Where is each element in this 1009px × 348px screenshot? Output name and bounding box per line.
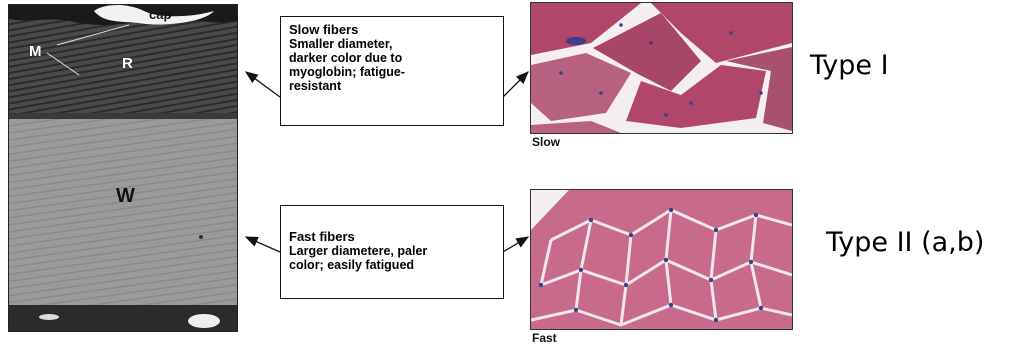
slow-caption: Slow [532, 135, 560, 149]
type-i-label: Type I [810, 50, 889, 81]
fast-histology-image [531, 190, 792, 329]
slow-fibers-title: Slow fibers [289, 23, 495, 37]
slow-fiber-histology [530, 2, 793, 134]
slow-fibers-description: Smaller diameter, darker color due to my… [289, 37, 495, 93]
fast-caption: Fast [532, 331, 557, 345]
fast-fibers-title: Fast fibers [289, 230, 495, 244]
fast-fibers-box: Fast fibers Larger diametere, paler colo… [280, 205, 504, 299]
slow-histology-image [531, 3, 792, 133]
slow-to-histology-arrow [503, 72, 528, 97]
fast-fibers-description: Larger diametere, paler color; easily fa… [289, 244, 495, 272]
fast-fiber-histology [530, 189, 793, 330]
type-ii-label: Type II (a,b) [826, 227, 984, 258]
fast-to-histology-arrow [503, 237, 528, 252]
slow-fibers-box: Slow fibers Smaller diameter, darker col… [280, 16, 504, 126]
fast-to-micrograph-arrow [246, 237, 280, 252]
slow-to-micrograph-arrow [246, 72, 280, 97]
